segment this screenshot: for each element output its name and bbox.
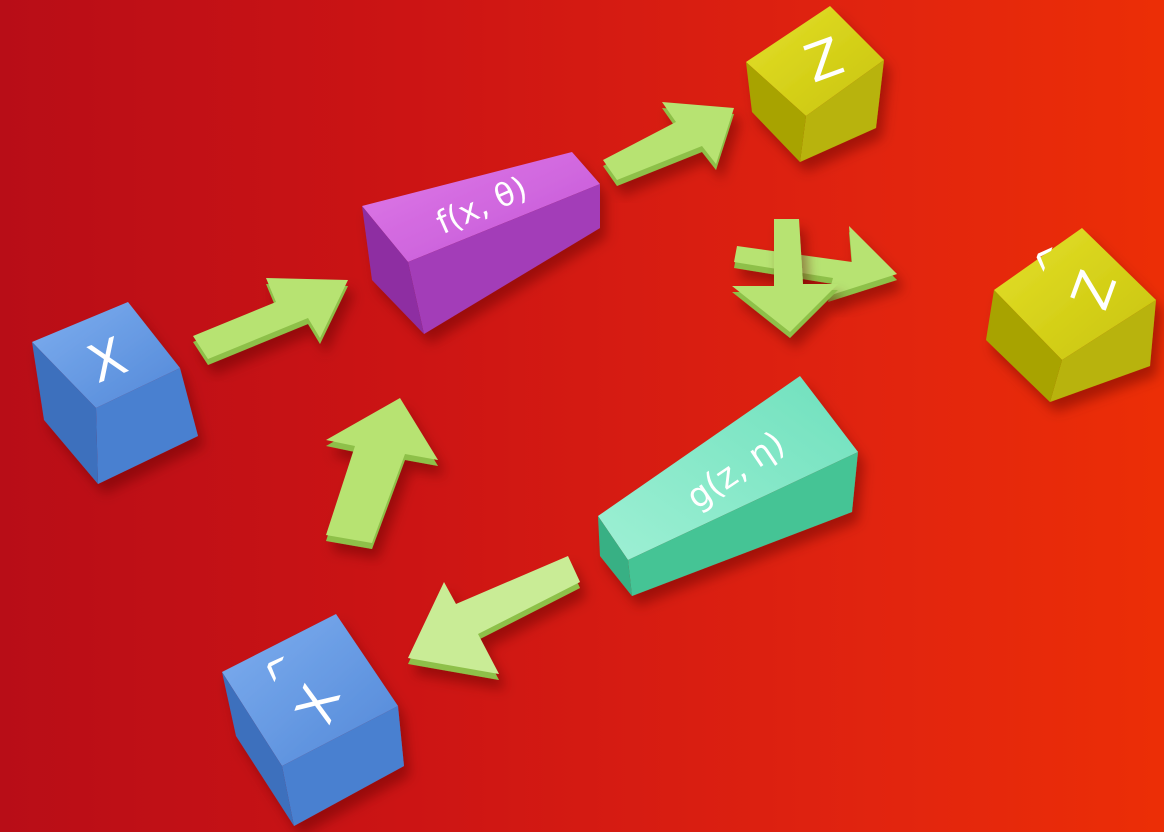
arrow-cross-horizontal [734, 226, 897, 302]
node-z-cube: Z [746, 6, 884, 162]
node-zhat-cube: ^ Z [986, 228, 1156, 402]
arrow-x-to-encoder [193, 278, 348, 365]
arrow-xhat-to-encoder [326, 398, 438, 549]
node-xhat-cube: ^ X [222, 614, 404, 826]
arrow-encoder-to-z [603, 102, 734, 186]
decoder-block: g(z, η) [598, 376, 858, 596]
arrow-cross-down [732, 219, 838, 338]
encoder-block: f(x, θ) [362, 152, 600, 334]
node-x-cube: X [32, 302, 198, 484]
arrow-decoder-to-xhat [408, 556, 580, 680]
